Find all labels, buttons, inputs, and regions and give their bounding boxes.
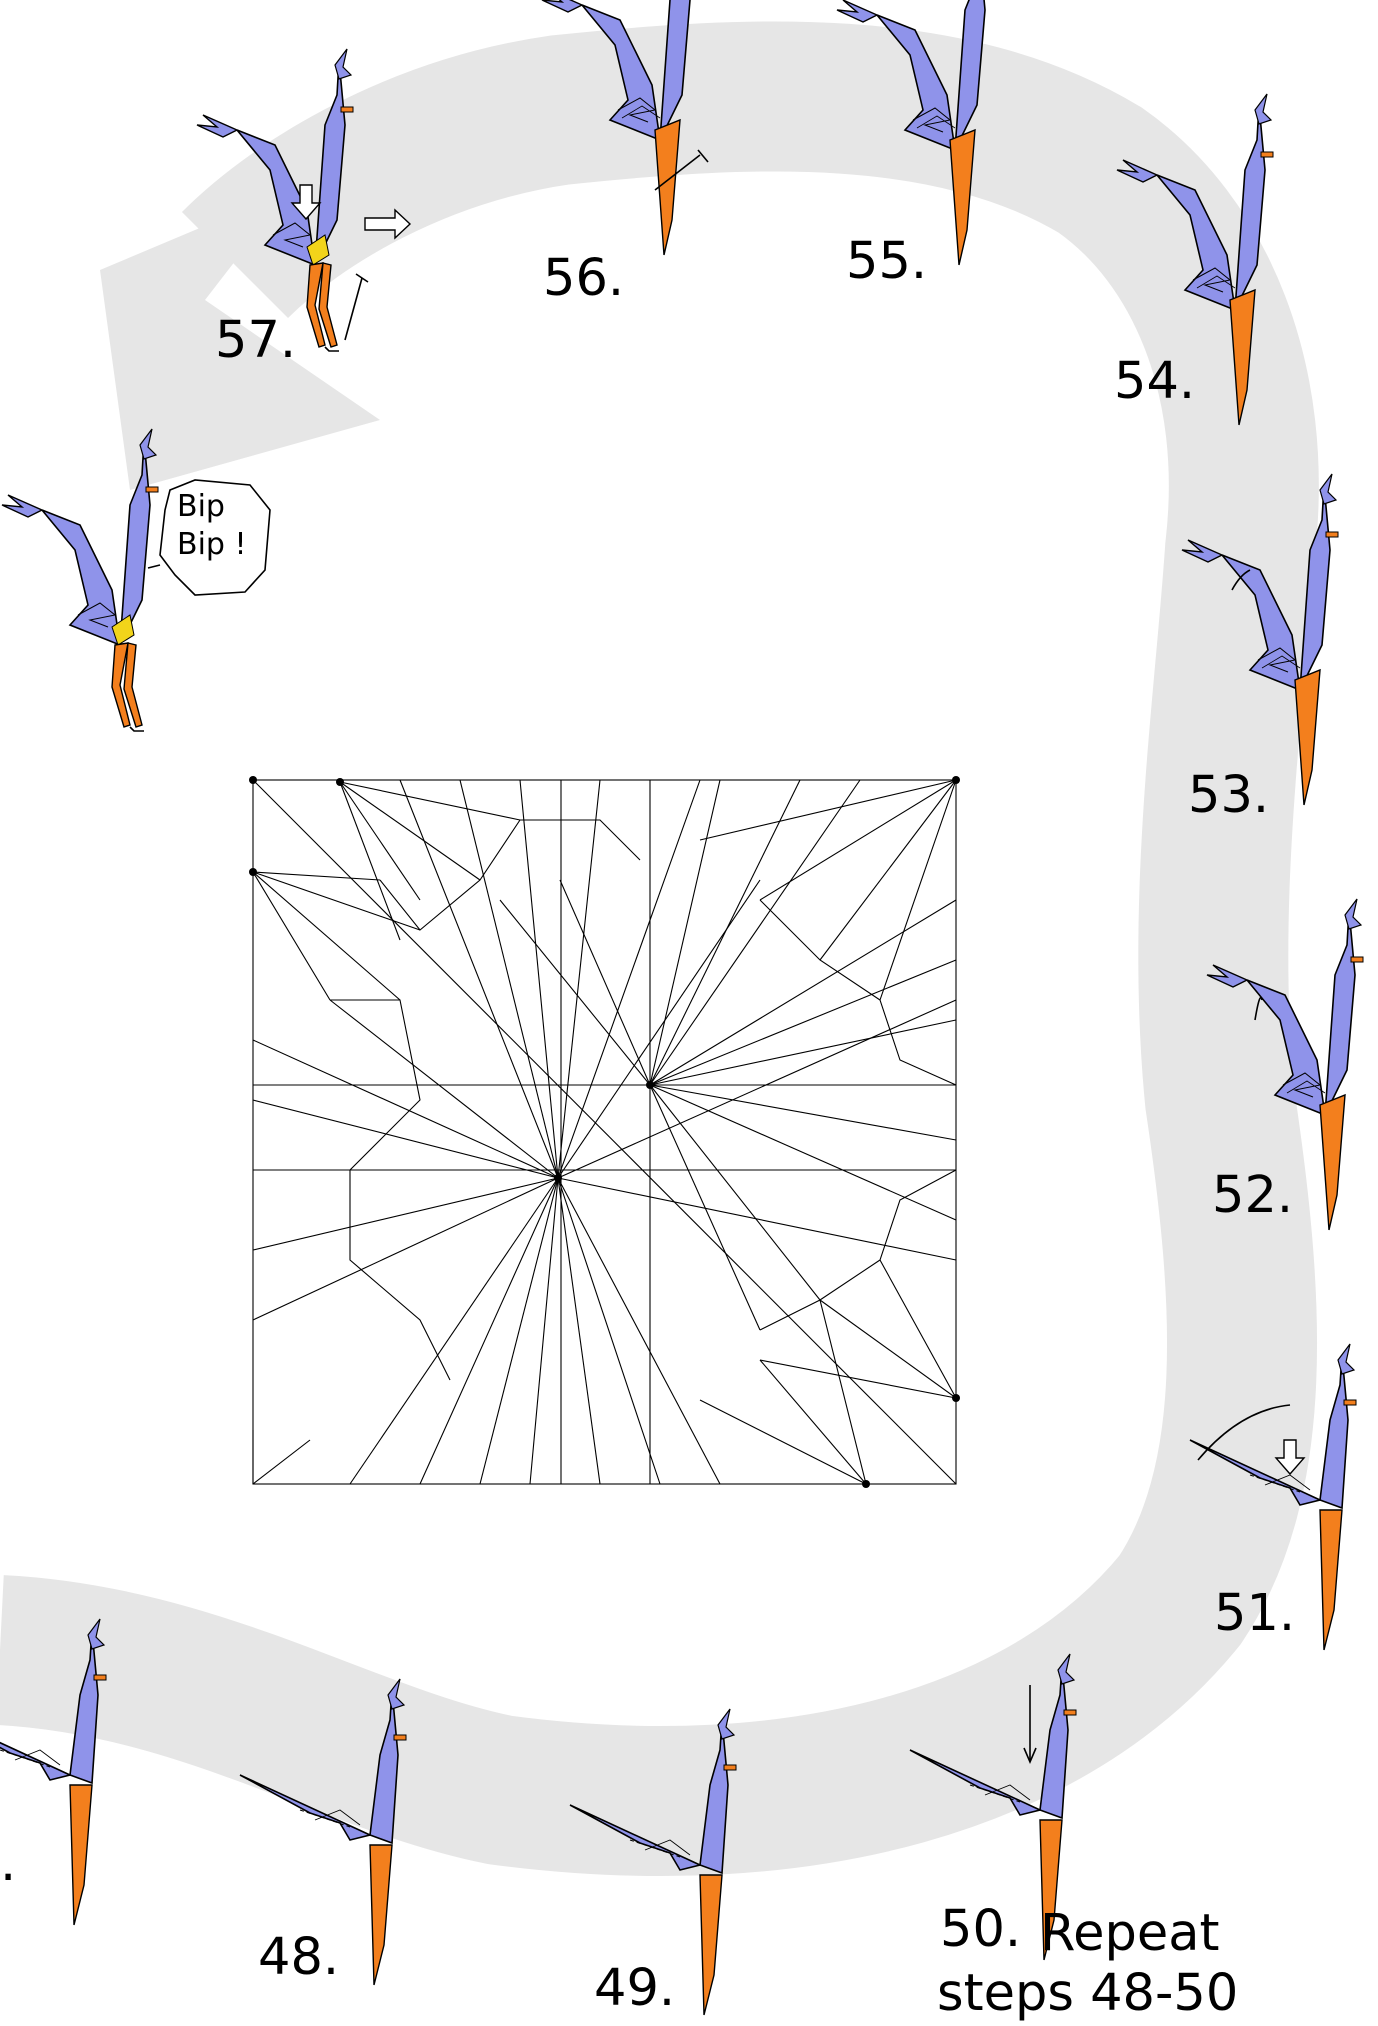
- repeat-note-2: steps 48-50: [937, 1964, 1238, 2024]
- speech-bubble-text: Bip Bip !: [177, 488, 247, 563]
- step-label-56: 56.: [543, 253, 624, 304]
- speech-line-1: Bip: [177, 488, 247, 526]
- step-label-54: 54.: [1114, 356, 1195, 407]
- speech-line-2: Bip !: [177, 526, 247, 564]
- crease-pattern: [253, 780, 956, 1484]
- step-label-52: 52.: [1212, 1170, 1293, 1221]
- repeat-note: Repeat: [1040, 1904, 1220, 1964]
- step-label-53: 53.: [1188, 770, 1269, 821]
- step-label-50: 50.: [940, 1904, 1021, 1955]
- step-label-55: 55.: [846, 236, 927, 287]
- step-label-51: 51.: [1214, 1588, 1295, 1639]
- step-label-48: 48.: [258, 1932, 339, 1983]
- repeat-note-line-2: steps 48-50: [937, 1964, 1238, 2024]
- step-label-49: 49.: [594, 1963, 675, 2014]
- step-label-57: 57.: [215, 315, 296, 366]
- step-label-47-partial: .: [0, 1838, 16, 1889]
- repeat-note-line-1: Repeat: [1040, 1904, 1220, 1964]
